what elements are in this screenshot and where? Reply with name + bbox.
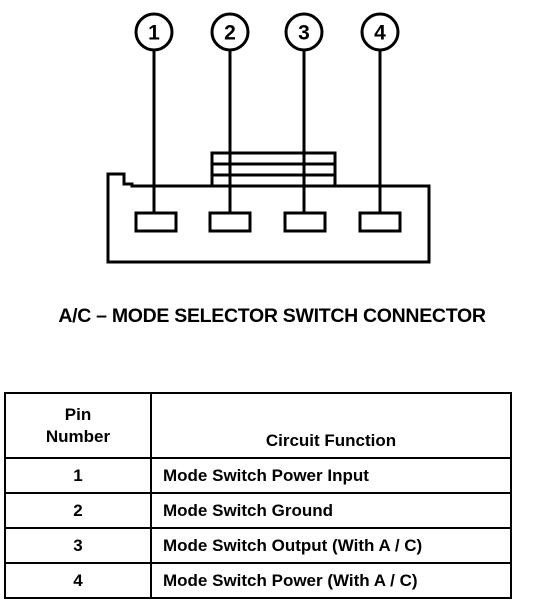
pin-4-callout: 4 (360, 12, 400, 52)
pin-number-header: Pin Number (4, 392, 152, 459)
pin-1-callout-label: 1 (148, 22, 160, 45)
pin-number-cell: 2 (4, 492, 152, 529)
table-row: 3 Mode Switch Output (With A / C) (4, 527, 512, 564)
pin-4-callout-label: 4 (374, 22, 386, 45)
pin-1-terminal (134, 211, 178, 233)
pin-2-terminal (208, 211, 252, 233)
circuit-function-cell: Mode Switch Power Input (150, 457, 512, 494)
pin-2-callout-label: 2 (224, 22, 236, 45)
connector-diagram: 1 2 3 4 (106, 12, 431, 264)
diagram-caption: A/C – MODE SELECTOR SWITCH CONNECTOR (58, 305, 486, 327)
connector-lock-tab (210, 151, 337, 186)
pin-function-table: Pin Number Circuit Function 1 Mode Switc… (4, 392, 512, 599)
table-row: 2 Mode Switch Ground (4, 492, 512, 529)
pin-number-cell: 1 (4, 457, 152, 494)
pin-number-header-line2: Number (45, 426, 111, 446)
circuit-function-cell: Mode Switch Power (With A / C) (150, 562, 512, 599)
circuit-function-cell: Mode Switch Output (With A / C) (150, 527, 512, 564)
circuit-function-header: Circuit Function (150, 392, 512, 459)
pin-2-callout: 2 (210, 12, 250, 52)
pin-3-callout-label: 3 (298, 22, 310, 45)
pin-number-header-line1: Pin (64, 404, 92, 424)
table-row: 1 Mode Switch Power Input (4, 457, 512, 494)
pin-1-callout: 1 (134, 12, 174, 52)
pin-3-callout: 3 (284, 12, 324, 52)
pin-number-cell: 4 (4, 562, 152, 599)
table-row: 4 Mode Switch Power (With A / C) (4, 562, 512, 599)
pin-4-terminal (358, 211, 402, 233)
pin-3-terminal (283, 211, 327, 233)
circuit-function-cell: Mode Switch Ground (150, 492, 512, 529)
connector-body (106, 172, 431, 264)
pin-number-cell: 3 (4, 527, 152, 564)
table-header-row: Pin Number Circuit Function (4, 392, 512, 459)
